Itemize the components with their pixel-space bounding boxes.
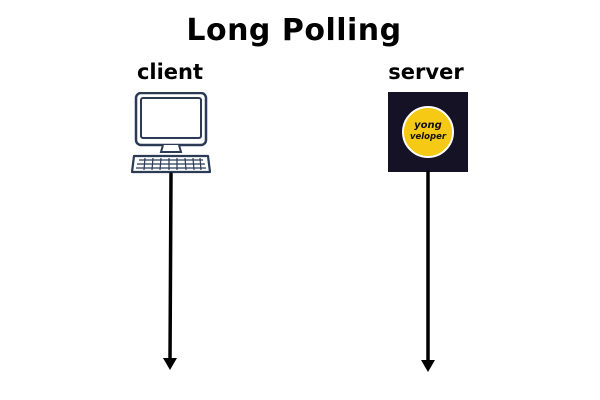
logo-text-line-1: yong xyxy=(414,120,442,131)
logo-circle: yong veloper xyxy=(402,106,454,158)
server-timeline-arrow xyxy=(421,170,435,372)
logo-text-line-2: veloper xyxy=(409,132,447,142)
client-timeline-arrow xyxy=(163,172,177,370)
server-label: server xyxy=(388,60,464,84)
desktop-computer-icon xyxy=(130,92,212,174)
client-label: client xyxy=(136,60,204,84)
diagram-title: Long Polling xyxy=(186,13,402,48)
yongveloper-logo: yong veloper xyxy=(388,92,468,172)
